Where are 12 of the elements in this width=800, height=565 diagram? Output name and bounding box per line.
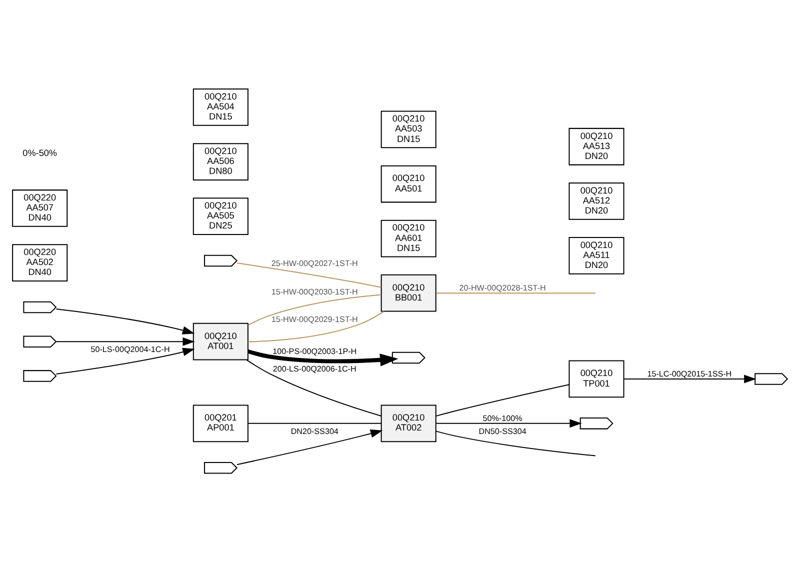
edge-label: 20-HW-00Q2028-1ST-H [459,283,546,292]
edge-label: 100-PS-00Q2003-1P-H [272,347,357,356]
edge-label: 15-HW-00Q2030-1ST-H [271,288,358,297]
edge-label: 15-HW-00Q2029-1ST-H [271,314,358,324]
edge-label: 15-LC-00Q2015-1SS-H [647,369,732,378]
edge-label: 50%-100% [482,414,522,423]
edge-label: 200-LS-00Q2006-1C-H [272,364,356,374]
label: 0%-50% [22,148,58,158]
edge-label: DN20-SS304 [290,426,338,436]
edge-label: 50-LS-00Q2004-1C-H [90,345,170,354]
edge-label: 25-HW-00Q2027-1ST-H [271,259,358,268]
edge-label: DN50-SS304 [478,426,526,436]
